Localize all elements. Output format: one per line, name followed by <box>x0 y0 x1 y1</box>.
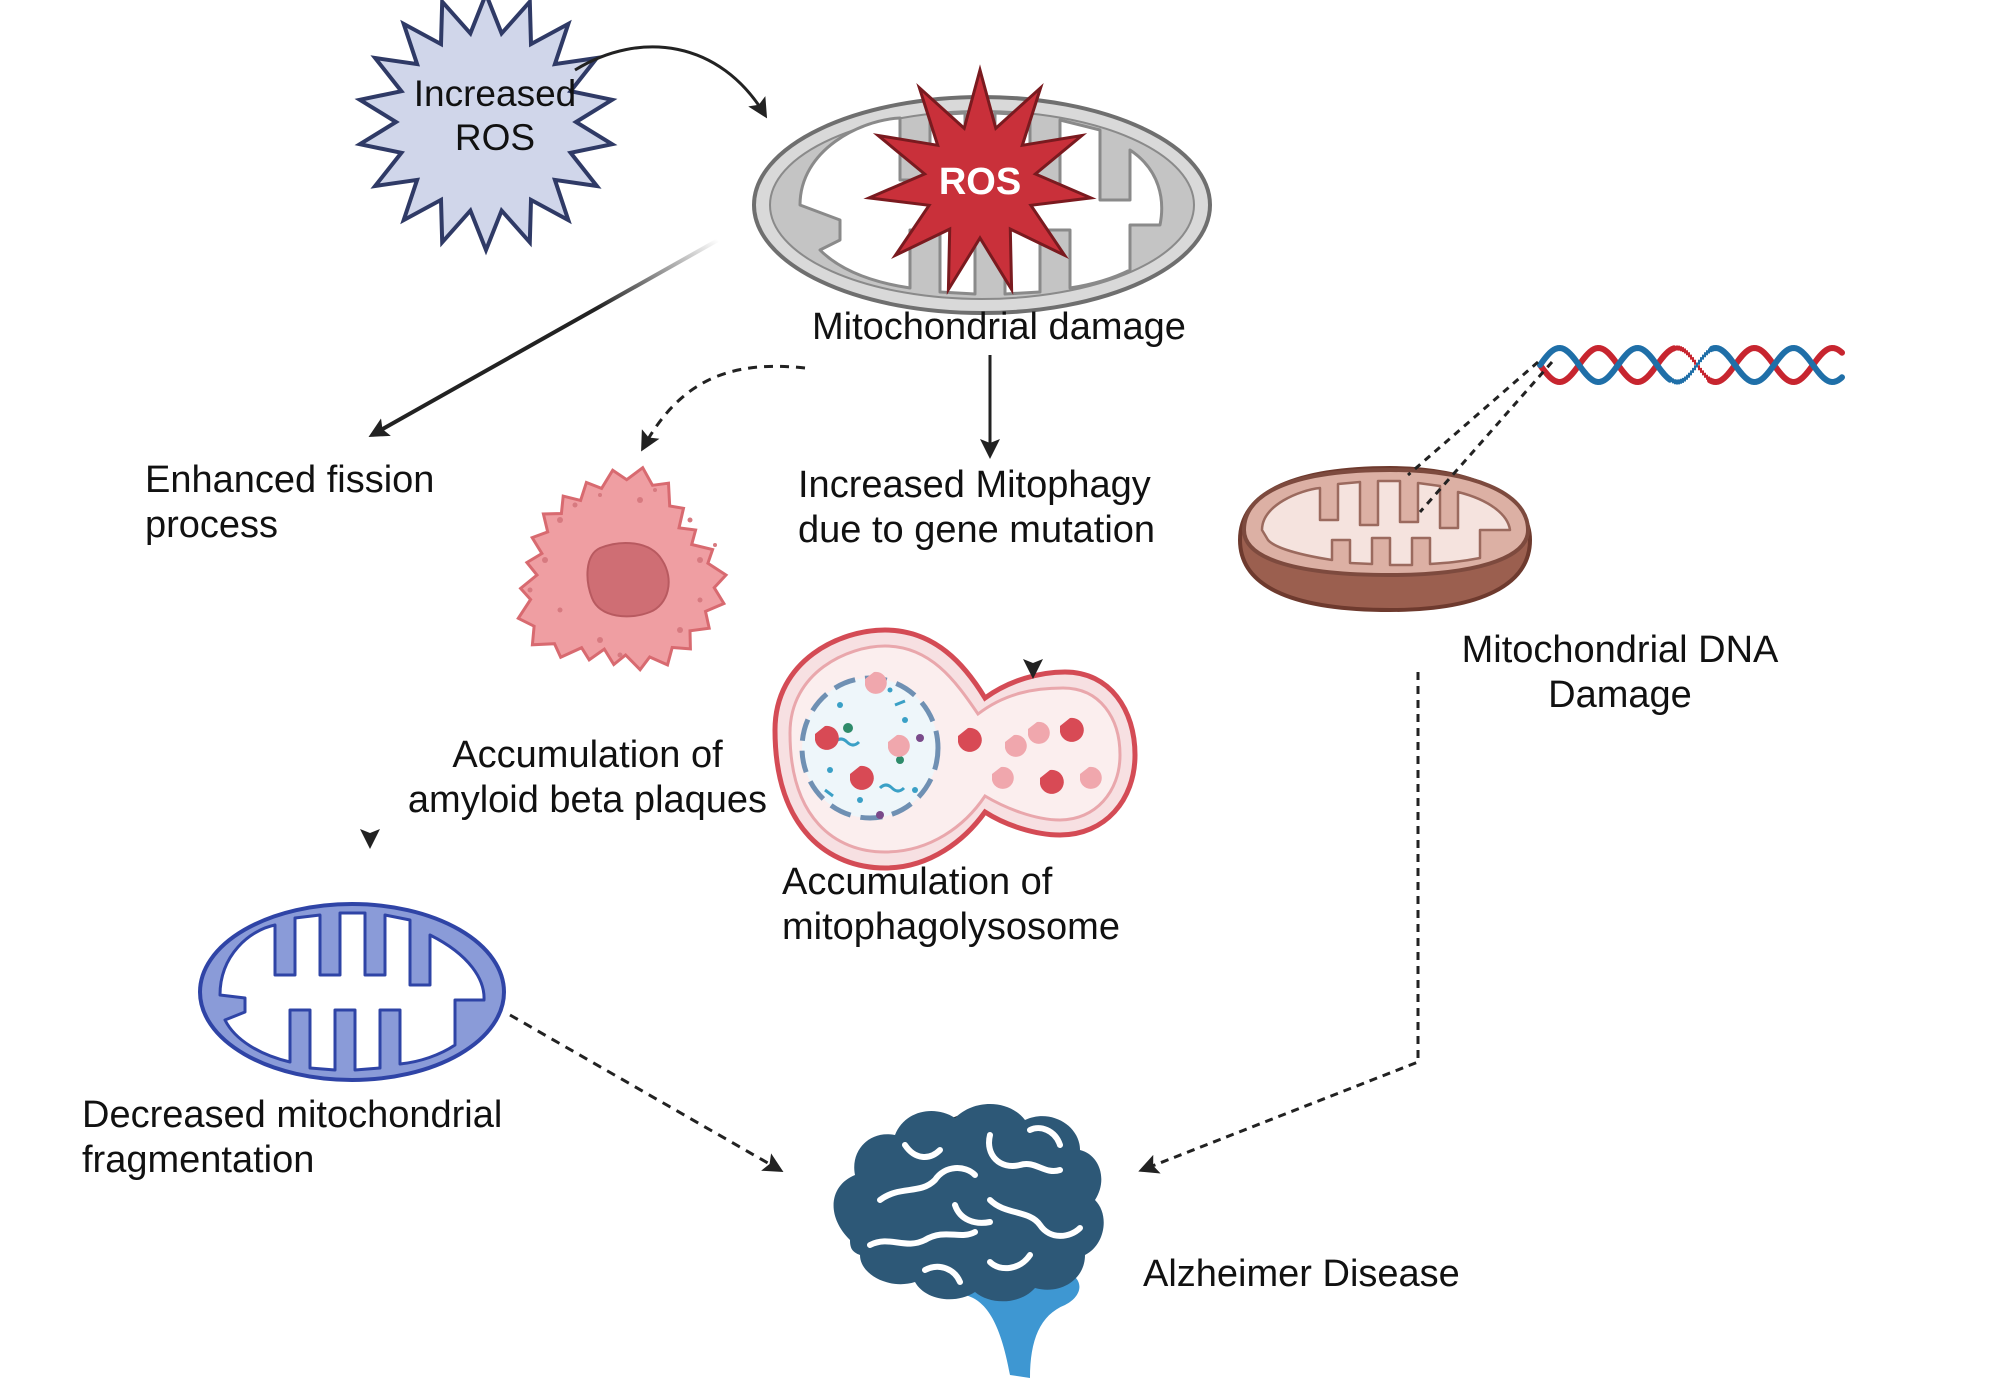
mtdna-line2: Damage <box>1548 674 1692 716</box>
dna-strand-break <box>1676 345 1710 382</box>
ros-badge-label: ROS <box>939 161 1021 203</box>
amyloid-plaque-icon <box>516 465 729 672</box>
alzheimer-disease-label: Alzheimer Disease <box>1143 1253 1460 1295</box>
increased-ros-label: Increased ROS <box>380 72 610 160</box>
fragmented-mitochondrion-icon <box>198 902 506 1082</box>
brain-icon <box>833 1103 1104 1378</box>
ros-burst-icon <box>863 64 1097 296</box>
enhanced-fission-label: Enhanced fission process <box>145 458 434 548</box>
enhanced-fission-line1: Enhanced fission <box>145 459 435 501</box>
amyloid-plaques-label: Accumulation of amyloid beta plaques <box>395 733 780 823</box>
mitophagolysosome-icon <box>772 627 1138 871</box>
arrow-to-amyloid <box>641 364 806 452</box>
mtdna-damage-label: Mitochondrial DNA Damage <box>1440 628 1800 718</box>
lysosome-vesicles <box>815 671 1102 794</box>
increased-mitophagy-label: Increased Mitophagy due to gene mutation <box>798 463 1155 553</box>
increased-ros-line2: ROS <box>454 117 536 158</box>
mitochondrial-damage-label: Mitochondrial damage <box>812 306 1186 348</box>
fragmentation-line1: Decreased mitochondrial <box>82 1094 503 1136</box>
mitophagolysosome-line2: mitophagolysosome <box>782 906 1120 948</box>
mtdna-mitochondrion-icon <box>1237 465 1533 613</box>
mitophagy-line2: due to gene mutation <box>798 509 1156 551</box>
dna-strand-break <box>1672 347 1712 385</box>
increased-ros-line1: Increased <box>413 73 577 114</box>
mitophagolysosome-line1: Accumulation of <box>782 861 1053 903</box>
arrow-fragmentation-to-brain <box>509 1013 784 1172</box>
dna-strand <box>1537 344 1845 386</box>
fragmentation-label: Decreased mitochondrial fragmentation <box>82 1093 502 1183</box>
damaged-dna-helix-icon <box>1537 344 1845 386</box>
mitophagy-line1: Increased Mitophagy <box>798 464 1151 506</box>
amyloid-line2: amyloid beta plaques <box>407 779 768 821</box>
enhanced-fission-line2: process <box>145 504 279 546</box>
dashed-link-dna-mito-1 <box>1407 360 1539 477</box>
arrow-mtdna-to-brain <box>1138 672 1420 1174</box>
dna-strand <box>1537 344 1845 386</box>
fragmentation-line2: fragmentation <box>82 1139 315 1181</box>
arrow-to-fission <box>368 238 719 437</box>
amyloid-line1: Accumulation of <box>452 734 723 776</box>
mtdna-line1: Mitochondrial DNA <box>1461 629 1779 671</box>
arrow-ros-to-mito <box>574 45 768 119</box>
mitophagolysosome-label: Accumulation of mitophagolysosome <box>782 860 1120 950</box>
